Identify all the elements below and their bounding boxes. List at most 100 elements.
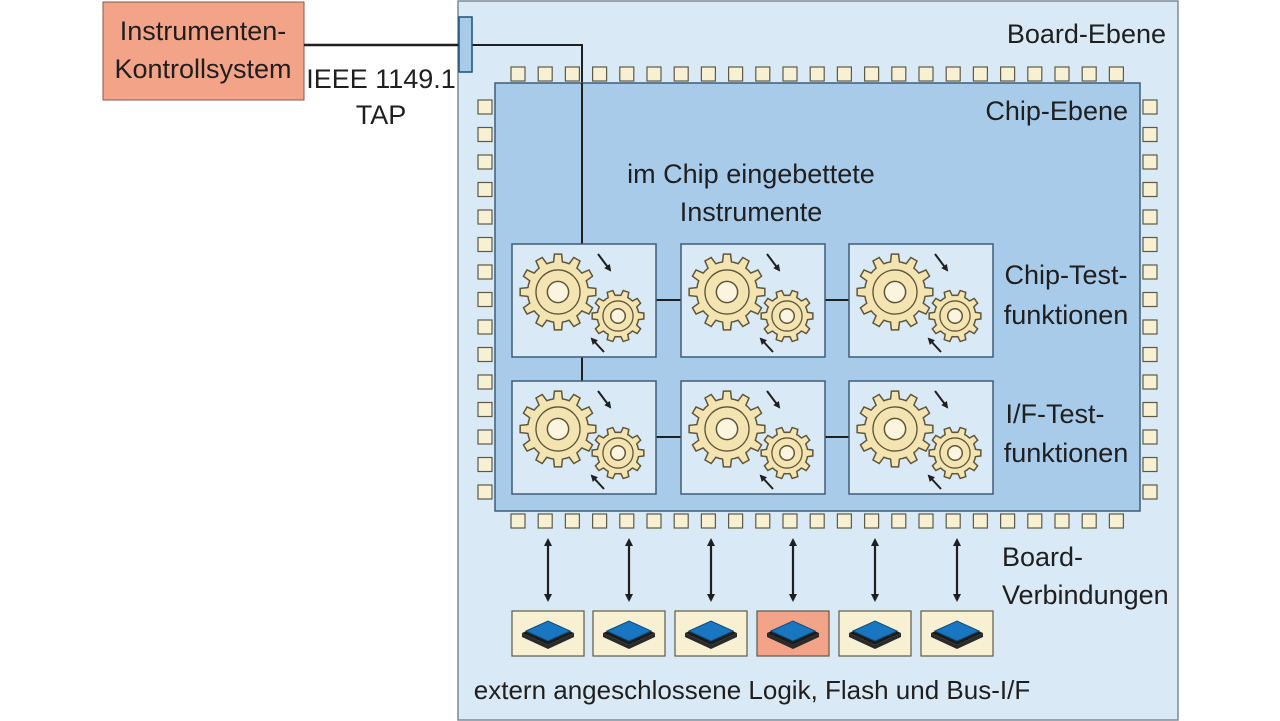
- chip-pins: [477, 66, 1158, 529]
- pin-left: [477, 154, 493, 170]
- gear-icon: [519, 390, 597, 468]
- pin-bottom: [1081, 513, 1097, 529]
- pin-bottom: [1054, 513, 1070, 529]
- pin-right: [1142, 291, 1158, 308]
- gear-icon: [591, 426, 645, 480]
- chip-test-label-line1: Chip-Test-: [1004, 260, 1127, 290]
- pin-bottom: [863, 513, 880, 529]
- pin-left: [477, 429, 493, 445]
- pin-right: [1142, 401, 1158, 418]
- pin-bottom: [918, 513, 934, 529]
- chip-level-label: Chip-Ebene: [985, 96, 1128, 126]
- gear-icon: [591, 289, 645, 343]
- gear-icon: [760, 289, 814, 343]
- pin-left: [477, 99, 493, 115]
- chip-test-instrument: [511, 243, 657, 358]
- pin-right: [1142, 374, 1158, 390]
- pin-left: [477, 264, 493, 280]
- pin-right: [1142, 346, 1158, 363]
- rotation-arrow: [934, 390, 949, 409]
- rotation-arrow: [766, 253, 781, 272]
- chip-test-instrument: [848, 243, 994, 358]
- pin-top: [1081, 66, 1097, 82]
- pin-left: [477, 456, 493, 473]
- board-connection-arrows: [544, 538, 961, 602]
- pin-right: [1142, 484, 1158, 500]
- chip-test-label-line2: funktionen: [1004, 300, 1129, 330]
- pin-right: [1142, 236, 1158, 253]
- pin-bottom: [619, 513, 635, 529]
- pin-top: [619, 66, 635, 82]
- pin-right: [1142, 99, 1158, 115]
- if-test-instrument: [680, 380, 826, 495]
- rotation-arrow: [597, 253, 612, 272]
- pin-top: [510, 66, 526, 82]
- pin-bottom: [836, 513, 853, 529]
- pin-bottom: [1027, 513, 1043, 529]
- pin-bottom: [945, 513, 961, 529]
- gear-icon: [928, 289, 982, 343]
- ic-package-icon: [920, 610, 994, 657]
- tap-label-line2: TAP: [356, 100, 407, 130]
- if-test-instrument: [511, 380, 657, 495]
- gear-icon: [760, 426, 814, 480]
- external-devices: [511, 610, 994, 657]
- pin-top: [755, 66, 771, 82]
- pin-bottom: [755, 513, 771, 529]
- ic-package-icon: [838, 610, 912, 657]
- pin-bottom: [972, 513, 989, 529]
- rotation-arrow: [927, 474, 942, 490]
- rotation-arrow: [927, 337, 942, 353]
- pin-bottom: [537, 513, 553, 529]
- pin-top: [673, 66, 689, 82]
- board-connections-label-line2: Verbindungen: [1002, 580, 1169, 610]
- ic-package-icon: [511, 610, 585, 657]
- pin-top: [591, 66, 608, 82]
- pin-top: [891, 66, 907, 82]
- pin-left: [477, 401, 493, 418]
- pin-bottom: [646, 513, 662, 529]
- pin-right: [1142, 429, 1158, 445]
- rotation-arrow: [766, 390, 781, 409]
- instrument-links: [581, 299, 849, 438]
- gear-icon: [688, 253, 766, 331]
- rotation-arrow: [934, 253, 949, 272]
- instrument-cells: [511, 243, 994, 495]
- rotation-arrow: [590, 474, 605, 490]
- pin-right: [1142, 126, 1158, 143]
- pin-top: [863, 66, 880, 82]
- embedded-instruments-label-line1: im Chip eingebettete: [627, 159, 875, 189]
- if-test-instrument: [848, 380, 994, 495]
- tap-connector: [458, 16, 473, 73]
- gear-icon: [856, 253, 934, 331]
- pin-top: [1054, 66, 1070, 82]
- pin-top: [782, 66, 798, 82]
- pin-top: [836, 66, 853, 82]
- pin-right: [1142, 181, 1158, 198]
- pin-left: [477, 291, 493, 308]
- gear-icon: [688, 390, 766, 468]
- if-test-label-line1: I/F-Test-: [1006, 399, 1105, 429]
- pin-top: [564, 66, 581, 82]
- pin-top: [727, 66, 744, 82]
- pin-bottom: [809, 513, 825, 529]
- pin-left: [477, 484, 493, 500]
- control-system-box: [102, 1, 305, 101]
- pin-right: [1142, 209, 1158, 225]
- pin-bottom: [891, 513, 907, 529]
- ic-package-icon: [592, 610, 666, 657]
- control-system-label-line2: Kontrollsystem: [114, 54, 291, 84]
- pin-bottom: [564, 513, 581, 529]
- pin-top: [1027, 66, 1043, 82]
- pin-bottom: [782, 513, 798, 529]
- control-system-label-line1: Instrumenten-: [120, 16, 287, 46]
- pin-top: [999, 66, 1016, 82]
- gear-icon: [856, 390, 934, 468]
- pin-top: [945, 66, 961, 82]
- tap-label-line1: IEEE 1149.1: [306, 64, 456, 94]
- pin-bottom: [510, 513, 526, 529]
- pin-right: [1142, 154, 1158, 170]
- pin-top: [918, 66, 934, 82]
- pin-bottom: [727, 513, 744, 529]
